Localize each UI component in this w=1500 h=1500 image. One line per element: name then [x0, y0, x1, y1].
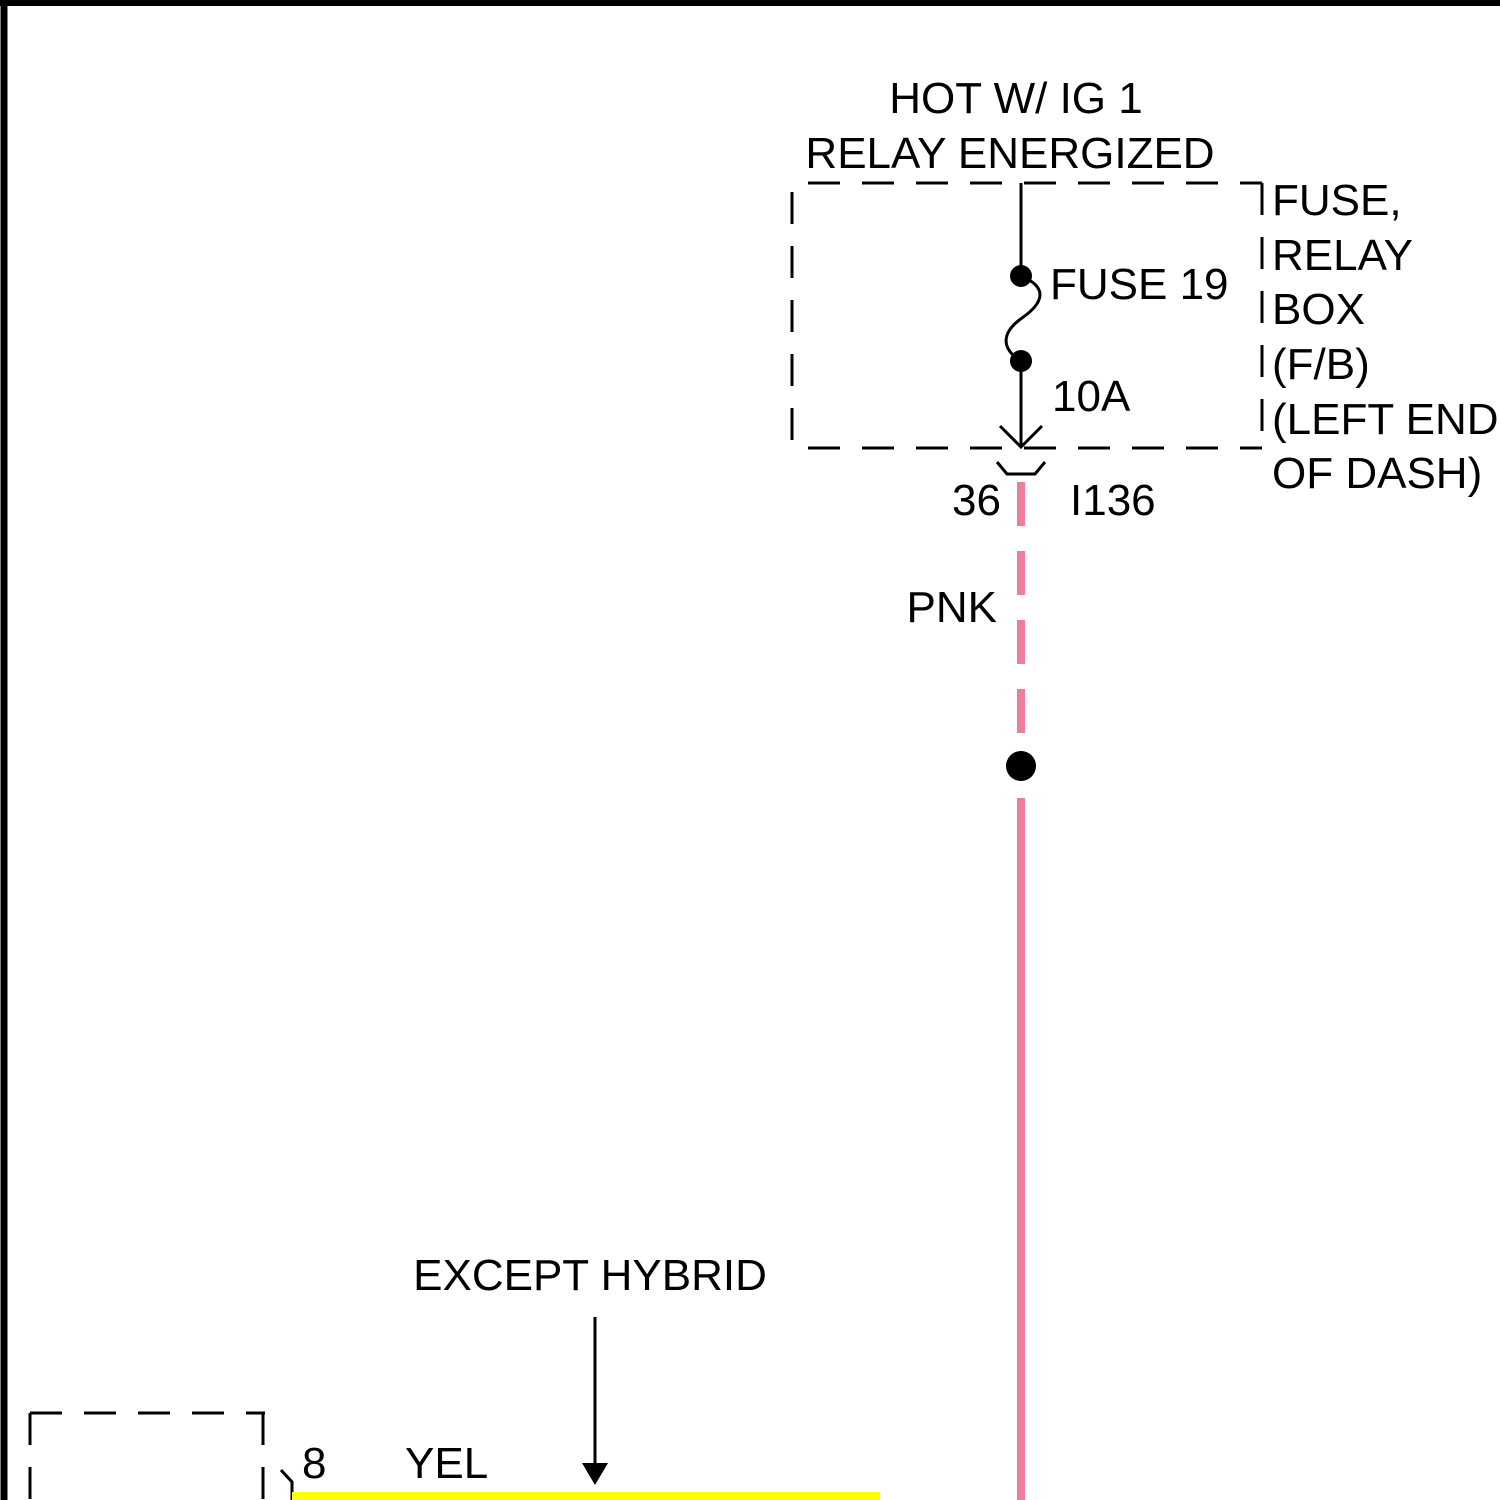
yel-wire-color-label: YEL [405, 1439, 488, 1488]
lower-connector-symbol [281, 1470, 292, 1500]
fuse-box-line-3: BOX [1272, 285, 1365, 334]
fuse-box-line-6: OF DASH) [1272, 449, 1482, 498]
fuse-box-line-5: (LEFT END [1272, 395, 1499, 444]
connector-female-cup [997, 462, 1045, 474]
wire-splice-point [1006, 751, 1036, 781]
fuse-box-line-4: (F/B) [1272, 340, 1370, 389]
fuse-symbol [1006, 276, 1040, 361]
fuse-rating-label: 10A [1052, 372, 1131, 421]
lower-component-outline [30, 1413, 265, 1500]
pnk-wire-color-label: PNK [907, 583, 997, 632]
condition-label: EXCEPT HYBRID [413, 1251, 767, 1300]
condition-arrow-head [582, 1463, 608, 1485]
lower-connector-pin-label: 8 [302, 1439, 326, 1488]
power-source-line2: RELAY ENERGIZED [805, 129, 1214, 178]
power-source-line1: HOT W/ IG 1 [889, 74, 1142, 123]
connector-id-label: I136 [1070, 476, 1156, 525]
fuse-box-description: FUSE, RELAY BOX (F/B) (LEFT END OF DASH) [1272, 176, 1499, 498]
fuse-box-line-2: RELAY [1272, 231, 1413, 280]
fuse-name-label: FUSE 19 [1050, 260, 1229, 309]
fuse-box-line-1: FUSE, [1272, 176, 1402, 225]
connector-pin-label: 36 [952, 476, 1001, 525]
